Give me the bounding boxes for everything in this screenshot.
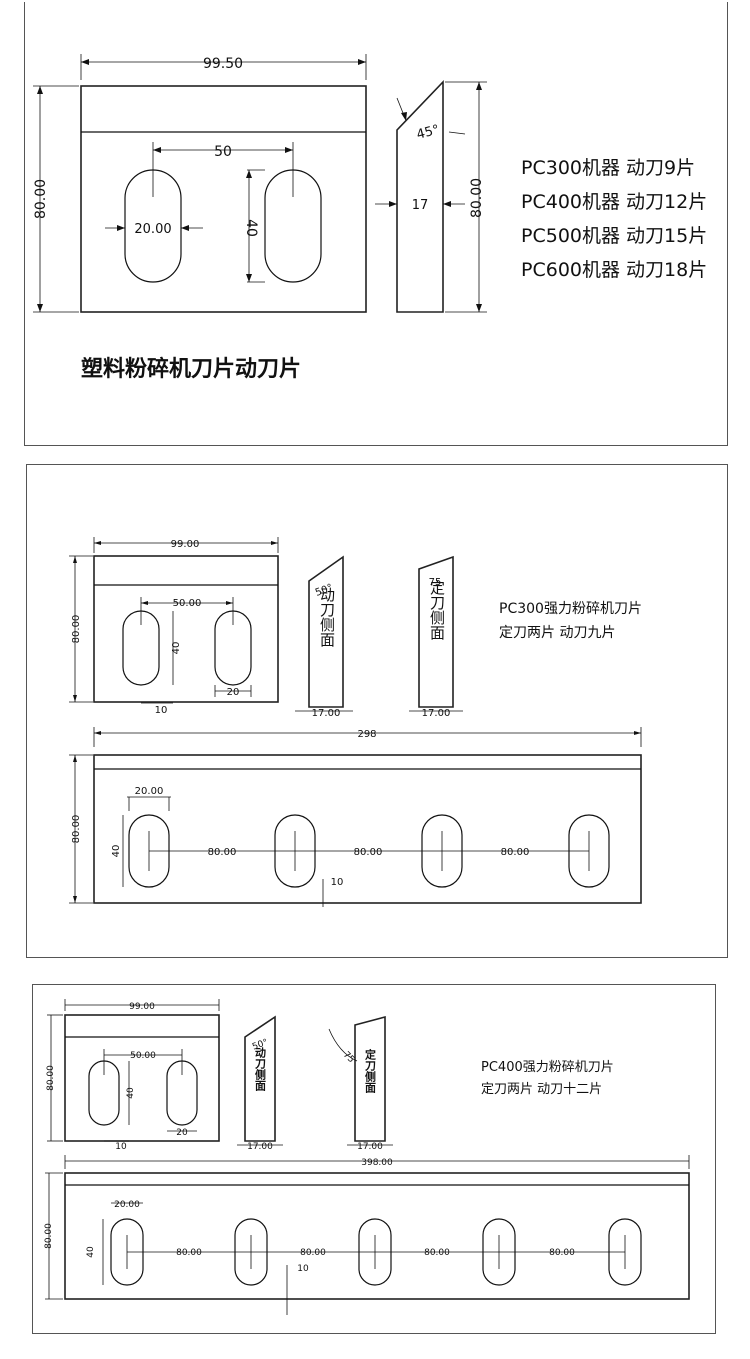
dim-slot-spacing-label: 50	[214, 144, 232, 160]
p3-dim-slot-width: 20	[176, 1128, 188, 1138]
p3-dim-slot-spacing: 50.00	[130, 1051, 156, 1061]
p2-dim-slot-spacing: 50.00	[173, 598, 202, 609]
p2-title-line1: PC300强力粉碎机刀片	[499, 601, 642, 617]
spec-line-pc300: PC300机器 动刀9片	[521, 157, 695, 179]
p3-fixed-blade-side	[354, 1015, 386, 1142]
p2-long-height: 80.00	[71, 815, 82, 844]
p2-dim-height: 80.00	[71, 615, 82, 644]
p3-long-length: 398.00	[361, 1158, 393, 1168]
dim-side-height-label: 80.00	[469, 178, 485, 218]
p2-long-blade	[93, 754, 642, 904]
p2-dim-slot-length: 40	[171, 642, 182, 655]
p3-long-slot-length: 40	[86, 1246, 96, 1258]
dim-slot-length-label: 40	[243, 219, 259, 237]
p3-dim-edge: 10	[115, 1142, 127, 1152]
p3-long-spacing-3: 80.00	[424, 1248, 450, 1258]
p3-fixed-thickness: 17.00	[357, 1142, 383, 1152]
p2-long-spacing-3: 80.00	[501, 847, 530, 858]
p3-blade-front-view	[64, 1014, 220, 1142]
p2-fixed-angle: 75	[429, 577, 442, 588]
p3-moving-label: 动刀侧面	[254, 1046, 267, 1092]
p3-long-spacing-1: 80.00	[176, 1248, 202, 1258]
p2-long-slot-length: 40	[111, 845, 122, 858]
p3-long-slot-width: 20.00	[114, 1200, 140, 1210]
blade-side-view	[396, 80, 444, 313]
dim-height-label: 80.00	[33, 179, 49, 219]
spec-line-pc600: PC600机器 动刀18片	[521, 259, 707, 281]
panel-3-svg: 99.00 80.00 50.00 40 20 10 50° 动刀侧面 17.0…	[44, 999, 690, 1315]
blade-front-view	[80, 85, 367, 313]
p3-fixed-angle: 75	[341, 1050, 356, 1065]
dim-angle-label: 45°	[415, 122, 441, 142]
dim-width-label: 99.50	[203, 56, 243, 72]
p2-dim-slot-width: 20	[227, 687, 240, 698]
p2-long-length: 298	[357, 729, 376, 740]
p3-title-line2: 定刀两片 动刀十二片	[481, 1082, 602, 1097]
drawing-panel-2: 99.00 80.00 50.00 40 20 10 50° 动刀侧面 17.0…	[26, 464, 728, 958]
dim-side-thickness-label: 17	[412, 198, 429, 213]
p2-long-edge: 10	[331, 877, 344, 888]
p3-moving-blade-side	[244, 1015, 276, 1142]
p2-dim-width: 99.00	[171, 539, 200, 550]
spec-line-pc400: PC400机器 动刀12片	[521, 191, 707, 213]
p2-moving-label: 动刀侧面	[318, 587, 336, 647]
drawing-panel-1: 99.50 80.00 50 20.00 40	[24, 2, 728, 446]
p3-moving-thickness: 17.00	[247, 1142, 273, 1152]
p3-long-height: 80.00	[44, 1223, 54, 1249]
p3-long-blade	[64, 1172, 690, 1300]
p2-dim-edge: 10	[155, 705, 168, 716]
p2-fixed-blade-side	[418, 555, 454, 708]
panel-1-svg: 99.50 80.00 50 20.00 40	[33, 54, 707, 382]
p3-dim-slot-length: 40	[126, 1087, 136, 1099]
p3-long-edge: 10	[297, 1264, 309, 1274]
p3-title-line1: PC400强力粉碎机刀片	[481, 1060, 614, 1075]
drawing-panel-3: 99.00 80.00 50.00 40 20 10 50° 动刀侧面 17.0…	[32, 984, 716, 1334]
p3-dim-width: 99.00	[129, 1002, 155, 1012]
p2-long-slot-width: 20.00	[135, 786, 164, 797]
dim-slot-width-label: 20.00	[134, 222, 171, 237]
p2-fixed-label: 定刀侧面	[428, 580, 446, 640]
p2-fixed-thickness: 17.00	[422, 708, 451, 719]
p3-long-spacing-4: 80.00	[549, 1248, 575, 1258]
p2-long-spacing-2: 80.00	[354, 847, 383, 858]
panel-2-svg: 99.00 80.00 50.00 40 20 10 50° 动刀侧面 17.0…	[69, 537, 642, 907]
p2-moving-thickness: 17.00	[312, 708, 341, 719]
panel-1-title: 塑料粉碎机刀片动刀片	[81, 356, 301, 382]
spec-line-pc500: PC500机器 动刀15片	[521, 225, 707, 247]
p3-fixed-label: 定刀侧面	[364, 1048, 377, 1094]
p2-moving-blade-side	[308, 555, 344, 708]
p2-title-line2: 定刀两片 动刀九片	[499, 625, 615, 641]
p3-long-spacing-2: 80.00	[300, 1248, 326, 1258]
p3-dim-height: 80.00	[46, 1065, 56, 1091]
p2-long-spacing-1: 80.00	[208, 847, 237, 858]
